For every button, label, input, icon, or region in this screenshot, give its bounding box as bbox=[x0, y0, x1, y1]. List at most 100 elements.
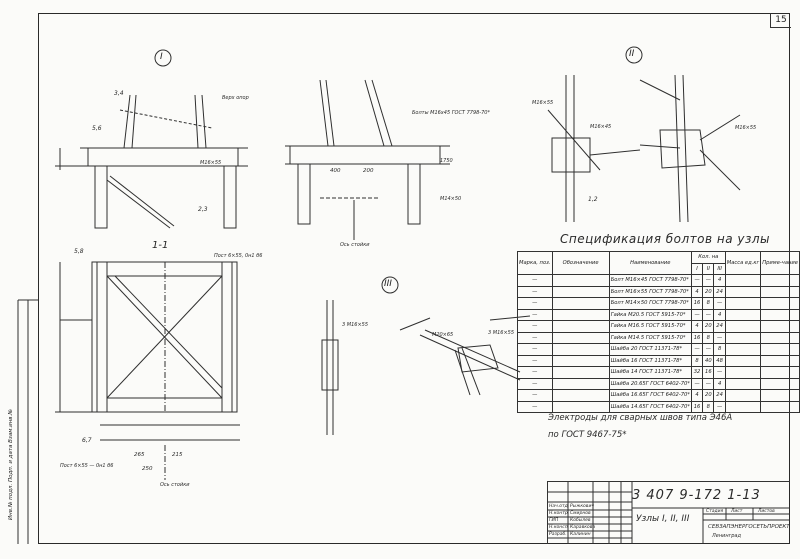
label-dim-400: 400 bbox=[330, 168, 341, 174]
label-axis-rack: Ось стойки bbox=[340, 242, 370, 248]
label-node2-m16x55b: М16×55 bbox=[735, 125, 757, 131]
document-code: 3 407 9-172 1-13 bbox=[632, 488, 761, 503]
spec-row-mark: — bbox=[517, 400, 553, 413]
spec-row-mark: — bbox=[517, 377, 553, 390]
label-node3-m20x65: М20×65 bbox=[432, 332, 454, 338]
spec-row-mass bbox=[724, 389, 762, 402]
label-pos-3-4: 3,4 bbox=[114, 90, 124, 97]
spec-row-mass bbox=[724, 285, 762, 298]
spec-row-designation bbox=[551, 297, 610, 310]
spec-row-mark: — bbox=[517, 343, 553, 356]
spec-row-name: Гайка М20.5 ГОСТ 5915-70* bbox=[608, 308, 692, 321]
spec-row-note bbox=[760, 400, 800, 413]
spec-row-mass bbox=[724, 400, 762, 413]
spec-row-qty-2: — bbox=[702, 308, 715, 321]
spec-row-name: Болт М14×50 ГОСТ 7798-70* bbox=[608, 297, 692, 310]
spec-row-mass bbox=[724, 308, 762, 321]
spec-header-note: Приме-чание bbox=[760, 251, 800, 275]
spec-row-qty-2: 16 bbox=[702, 366, 715, 379]
stamp-name-1: Рыжкович bbox=[570, 504, 595, 509]
label-pos-2-3: 2,3 bbox=[198, 206, 208, 213]
label-section-dim-250: 250 bbox=[142, 466, 153, 472]
stamp-sheets-label: Листов bbox=[758, 509, 775, 514]
spec-row-designation bbox=[551, 377, 610, 390]
label-node3-m16x55: 3 М16×55 bbox=[342, 322, 368, 328]
spec-row-designation bbox=[551, 354, 610, 367]
spec-row-note bbox=[760, 274, 800, 287]
node-i-drawing bbox=[55, 94, 248, 229]
spec-row-qty-3: 48 bbox=[713, 354, 726, 367]
spec-header-mass: Масса ед.кг bbox=[724, 251, 762, 275]
spec-row-name: Шайба 16 ГОСТ 11371-78* bbox=[608, 354, 692, 367]
spec-row-qty-3: 4 bbox=[713, 274, 726, 287]
spec-row-designation bbox=[551, 366, 610, 379]
spec-row-qty-2: 20 bbox=[702, 320, 715, 333]
node-i-side-drawing bbox=[285, 79, 450, 240]
spec-row-qty-2: — bbox=[702, 343, 715, 356]
label-section-dim-265: 265 bbox=[134, 452, 145, 458]
spec-row-qty-1: 4 bbox=[690, 285, 704, 298]
spec-row-note bbox=[760, 354, 800, 367]
spec-row-qty-2: 8 bbox=[702, 331, 715, 344]
spec-row-name: Шайба 20 ГОСТ 11371-78* bbox=[608, 343, 692, 356]
spec-row-mark: — bbox=[517, 297, 553, 310]
label-node2-m16x55: М16×55 bbox=[532, 100, 554, 106]
organization: СЕВЗАПЭНЕРГОСЕТЬПРОЕКТ bbox=[708, 524, 790, 530]
spec-header-qty: Кол. на bbox=[690, 251, 726, 264]
spec-row-mark: — bbox=[517, 389, 553, 402]
spec-row-name: Шайба 20.65Г ГОСТ 6402-70* bbox=[608, 377, 692, 390]
stamp-role-4: Н.консп. bbox=[549, 525, 570, 530]
stamp-name-2: Смирнов bbox=[570, 511, 591, 516]
spec-row-name: Шайба 14 ГОСТ 11371-78* bbox=[608, 366, 692, 379]
spec-row-mark: — bbox=[517, 366, 553, 379]
notes: Электроды для сварных швов типа Э46А по … bbox=[548, 410, 732, 444]
spec-row-qty-1: 4 bbox=[690, 389, 704, 402]
label-section-plate-2: Пост 6×55 — 0н1 б6 bbox=[60, 463, 114, 469]
spec-row-mass bbox=[724, 320, 762, 333]
node-iii-label: III bbox=[384, 279, 392, 289]
organization-city: Ленинград bbox=[712, 533, 741, 539]
label-gusset-bolts: Болты М16х45 ГОСТ 7798-70* bbox=[412, 110, 490, 116]
spec-row-mass bbox=[724, 377, 762, 390]
spec-row-qty-3: — bbox=[713, 400, 726, 413]
spec-row-qty-2: 20 bbox=[702, 389, 715, 402]
label-section-plate-1: Пост 6×55, 0н1 б6 bbox=[214, 253, 263, 259]
spec-row-mass bbox=[724, 274, 762, 287]
spec-row-mark: — bbox=[517, 354, 553, 367]
spec-row-mark: — bbox=[517, 308, 553, 321]
spec-row-note bbox=[760, 308, 800, 321]
spec-row-qty-1: — bbox=[690, 308, 704, 321]
label-section-pos-5-8: 5,8 bbox=[74, 248, 84, 255]
spec-row: —Шайба 20 ГОСТ 11371-78*——8 bbox=[517, 343, 800, 356]
spec-header-q3: III bbox=[713, 262, 726, 275]
label-node2-pos-1-2: 1,2 bbox=[588, 196, 598, 203]
spec-row-designation bbox=[551, 400, 610, 413]
spec-row-designation bbox=[551, 285, 610, 298]
spec-row-qty-2: — bbox=[702, 274, 715, 287]
node-i-label: I bbox=[160, 52, 163, 62]
spec-row-qty-1: 4 bbox=[690, 320, 704, 333]
spec-row-qty-3: 8 bbox=[713, 343, 726, 356]
spec-row-qty-3: — bbox=[713, 297, 726, 310]
label-pos-5-6: 5,6 bbox=[92, 125, 102, 132]
spec-row-note bbox=[760, 297, 800, 310]
spec-row-designation bbox=[551, 274, 610, 287]
stamp-role-1: Нач.отд. bbox=[549, 504, 570, 509]
stamp-stage-label: Стадия bbox=[706, 509, 724, 514]
spec-row-qty-3: 4 bbox=[713, 377, 726, 390]
label-dim-1750: 1750 bbox=[440, 158, 453, 164]
stamp-role-3: ГИП bbox=[549, 518, 559, 523]
spec-row-note bbox=[760, 377, 800, 390]
spec-row-mass bbox=[724, 297, 762, 310]
spec-row-mass bbox=[724, 354, 762, 367]
spec-row-qty-1: 32 bbox=[690, 366, 704, 379]
spec-table: Марка, поз. Обозначение Наименование Кол… bbox=[517, 251, 800, 413]
spec-body: —Болт М16×45 ГОСТ 7798-70*——4—Болт М16×5… bbox=[517, 274, 800, 413]
spec-header-q2: II bbox=[702, 262, 715, 275]
spec-title: Спецификация болтов на узлы bbox=[560, 232, 771, 246]
node-ii-drawing bbox=[547, 74, 741, 223]
spec-row-note bbox=[760, 389, 800, 402]
